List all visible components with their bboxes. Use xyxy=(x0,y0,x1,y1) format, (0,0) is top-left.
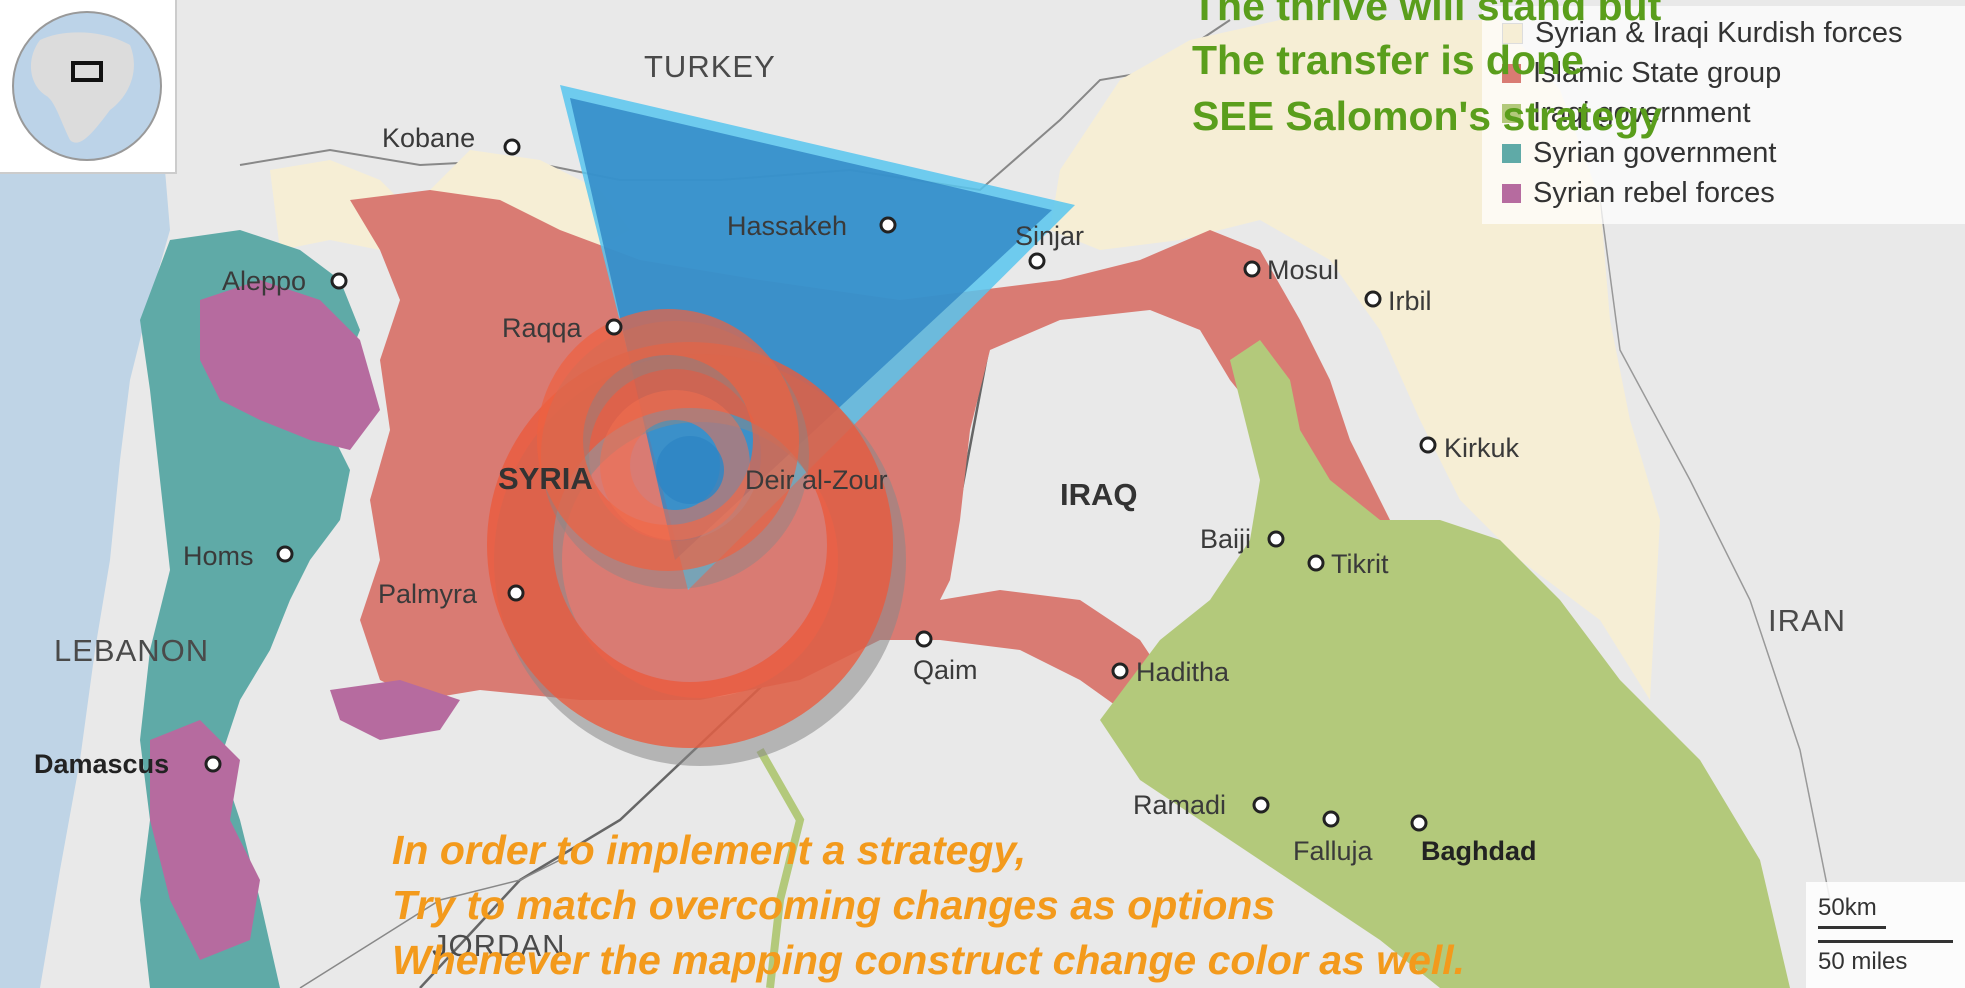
city-label-falluja: Falluja xyxy=(1293,836,1374,866)
globe-locator-icon xyxy=(12,11,162,161)
border-jordan xyxy=(299,859,561,988)
legend-label-syrian-rebel: Syrian rebel forces xyxy=(1533,176,1775,209)
green-annotation-line-3: SEE Salomon's strategy xyxy=(1192,93,1663,139)
scale-miles-label: 50 miles xyxy=(1818,948,1908,975)
city-label-qaim: Qaim xyxy=(913,655,978,685)
legend-label-syrian-government: Syrian government xyxy=(1533,136,1777,169)
legend-item-syrian-government: Syrian government xyxy=(1502,134,1776,172)
legend-item-syrian-rebel: Syrian rebel forces xyxy=(1502,174,1775,212)
syrian-rebel-area-north xyxy=(200,280,380,450)
green-annotation-line-2: The transfer is done xyxy=(1192,37,1584,83)
green-annotation-line-1: The thrive will stand but xyxy=(1192,0,1662,29)
city-label-tikrit: Tikrit xyxy=(1331,549,1389,579)
legend-swatch-syrian-government xyxy=(1502,143,1521,163)
ring-outer xyxy=(487,342,893,748)
city-marker-damascus xyxy=(204,755,222,773)
legend-swatch-kurdish xyxy=(1502,22,1523,44)
orange-annotation-line-2: Try to match overcoming changes as optio… xyxy=(392,882,1276,928)
city-marker-sinjar xyxy=(1028,252,1046,270)
city-label-ramadi: Ramadi xyxy=(1133,790,1226,820)
legend-label-iraqi-government: Iraqi government xyxy=(1533,96,1751,129)
scale-km-line xyxy=(1818,926,1886,929)
city-marker-kirkuk xyxy=(1419,436,1437,454)
country-label-iraq: IRAQ xyxy=(1060,477,1138,512)
legend-item-islamic-state: Islamic State group xyxy=(1502,54,1781,92)
map-legend: Syrian & Iraqi Kurdish forces Islamic St… xyxy=(1482,6,1965,224)
city-label-haditha: Haditha xyxy=(1136,657,1230,687)
scale-km-label: 50km xyxy=(1818,894,1877,921)
city-label-palmyra: Palmyra xyxy=(378,579,478,609)
legend-swatch-iraqi-government xyxy=(1502,103,1521,123)
syrian-rebel-area-east xyxy=(330,680,460,740)
orange-annotation-line-1: In order to implement a strategy, xyxy=(392,827,1027,873)
city-marker-palmyra xyxy=(507,584,525,602)
ring-middle xyxy=(537,309,799,571)
city-label-homs: Homs xyxy=(183,541,254,571)
city-marker-irbil xyxy=(1364,290,1382,308)
city-marker-falluja xyxy=(1322,810,1340,828)
city-marker-ramadi xyxy=(1252,796,1270,814)
syrian-rebel-area-south xyxy=(150,720,260,960)
scale-bar: 50km 50 miles xyxy=(1806,882,1965,988)
city-label-irbil: Irbil xyxy=(1388,286,1432,316)
red-rings-overlay xyxy=(487,309,906,766)
city-marker-baghdad xyxy=(1410,814,1428,832)
city-label-sinjar: Sinjar xyxy=(1015,221,1084,251)
city-label-hassakeh: Hassakeh xyxy=(727,211,847,241)
country-label-syria: SYRIA xyxy=(498,461,593,496)
iraqi-government-area xyxy=(1100,340,1790,988)
country-label-lebanon: LEBANON xyxy=(54,633,209,668)
ring-inner xyxy=(600,390,750,540)
city-marker-hassakeh xyxy=(879,216,897,234)
city-marker-mosul xyxy=(1243,260,1261,278)
country-label-turkey: TURKEY xyxy=(644,49,776,84)
legend-label-islamic-state: Islamic State group xyxy=(1533,56,1782,89)
orange-annotation-line-3: Whenever the mapping construct change co… xyxy=(392,937,1466,983)
legend-item-iraqi-government: Iraqi government xyxy=(1502,94,1751,132)
city-marker-raqqa xyxy=(605,318,623,336)
city-label-aleppo: Aleppo xyxy=(222,266,306,296)
city-label-mosul: Mosul xyxy=(1267,255,1339,285)
city-marker-tikrit xyxy=(1307,554,1325,572)
legend-swatch-islamic-state xyxy=(1502,63,1521,83)
city-label-kobane: Kobane xyxy=(382,123,475,153)
city-marker-baiji xyxy=(1267,530,1285,548)
country-label-jordan: JORDAN xyxy=(432,928,565,963)
city-marker-aleppo xyxy=(330,272,348,290)
city-marker-kobane xyxy=(503,138,521,156)
iraqi-government-road xyxy=(756,748,805,988)
city-label-damascus: Damascus xyxy=(34,749,169,779)
country-label-iran: IRAN xyxy=(1768,603,1846,638)
city-label-baiji: Baiji xyxy=(1200,524,1251,554)
city-marker-qaim xyxy=(915,630,933,648)
ring-center xyxy=(656,436,724,504)
scale-miles-line xyxy=(1818,940,1953,943)
city-marker-homs xyxy=(276,545,294,563)
legend-swatch-syrian-rebel xyxy=(1502,183,1521,203)
mediterranean-sea xyxy=(0,150,170,988)
city-label-kirkuk: Kirkuk xyxy=(1444,433,1520,463)
city-label-raqqa: Raqqa xyxy=(502,313,583,343)
legend-item-kurdish: Syrian & Iraqi Kurdish forces xyxy=(1502,14,1902,52)
globe-inset xyxy=(0,0,177,174)
legend-label-kurdish: Syrian & Iraqi Kurdish forces xyxy=(1535,16,1903,49)
city-marker-haditha xyxy=(1111,662,1129,680)
city-label-baghdad: Baghdad xyxy=(1421,836,1537,866)
city-label-deir-al-zour: Deir al-Zour xyxy=(745,465,888,495)
